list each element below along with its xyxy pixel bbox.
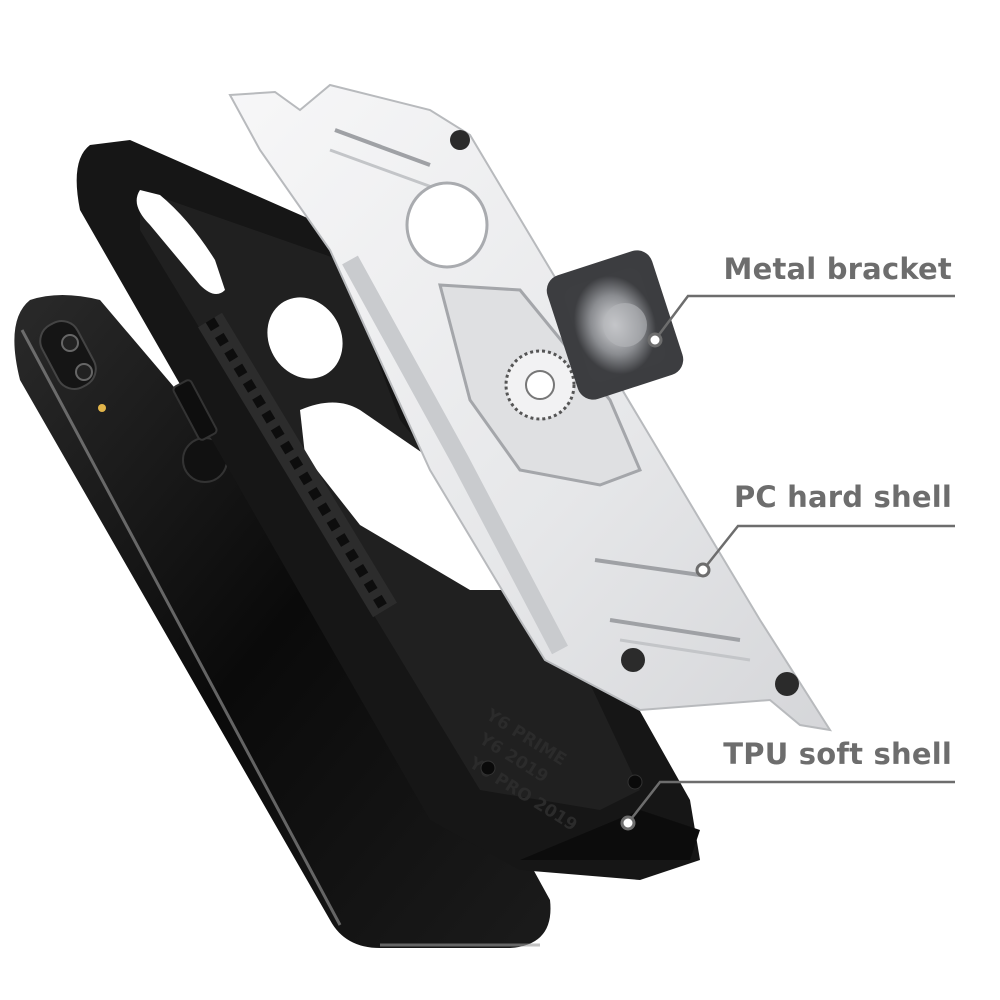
callout-line-metal-bracket [654, 294, 955, 341]
metal-bracket [546, 250, 684, 400]
callout-dot-metal-bracket [647, 332, 663, 348]
callout-dot-pc-hard-shell [695, 562, 711, 578]
callout-line-tpu-soft-shell [627, 780, 955, 824]
callout-dot-tpu-soft-shell [620, 815, 636, 831]
callout-label-metal-bracket: Metal bracket [723, 252, 952, 286]
callout-dots [620, 332, 711, 831]
callout-lines [627, 294, 955, 824]
pc-hard-shell [228, 83, 833, 732]
callout-label-tpu-soft-shell: TPU soft shell [723, 737, 952, 771]
callout-label-pc-hard-shell: PC hard shell [733, 480, 952, 514]
callout-line-pc-hard-shell [702, 524, 955, 571]
